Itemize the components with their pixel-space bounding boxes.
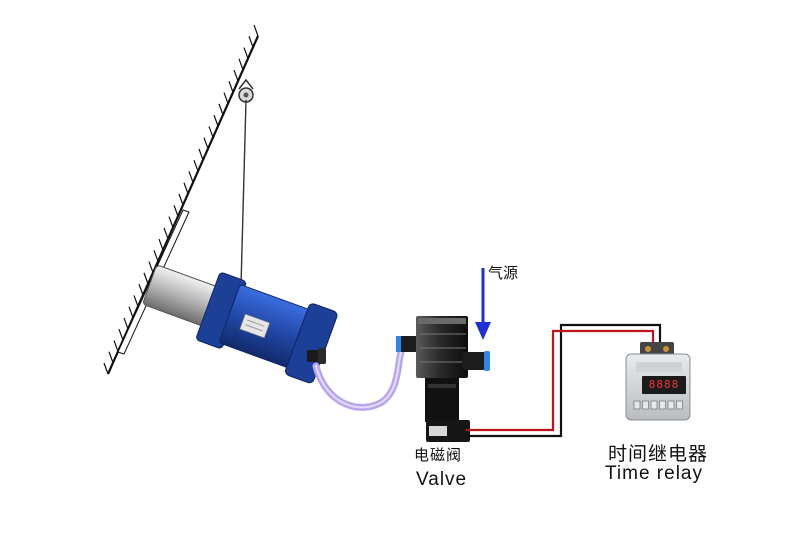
relay-key [676, 400, 683, 410]
hatch-mark [193, 159, 199, 172]
relay-key [642, 400, 649, 410]
air-source-label: 气源 [488, 264, 519, 282]
hatch-mark [163, 227, 169, 240]
hatch-mark [103, 362, 109, 375]
hatch-mark [218, 103, 224, 116]
red-wire [466, 329, 655, 432]
hatch-mark [238, 58, 244, 71]
rope [240, 99, 247, 287]
relay-key [659, 400, 666, 410]
relay-key [667, 400, 675, 410]
hatch-mark [213, 114, 219, 127]
hatch-mark [113, 340, 119, 352]
hatch-mark [158, 238, 164, 251]
hatch-mark [253, 24, 259, 37]
hatch-mark [123, 317, 129, 330]
hatch-mark [223, 92, 229, 104]
hatch-mark [233, 69, 239, 82]
relay-label-cn: 时间继电器 [608, 443, 709, 465]
hatch-mark [133, 295, 139, 307]
hatch-mark [148, 261, 154, 273]
cylinder-fitting [307, 348, 326, 364]
relay-label-en: Time relay [605, 463, 703, 484]
hatch-mark [153, 250, 159, 262]
hatch-mark [188, 171, 194, 183]
hatch-mark [108, 351, 114, 363]
hatch-mark [198, 148, 204, 161]
hatch-mark [208, 126, 214, 138]
hatch-mark [138, 283, 144, 296]
hatch-mark [178, 193, 184, 206]
hatch-mark [173, 205, 179, 217]
time-relay [625, 342, 691, 421]
hatch-mark [128, 306, 134, 318]
hatch-mark [168, 216, 174, 228]
hatch-mark [143, 272, 149, 285]
solenoid-valve [396, 316, 490, 442]
air-hose [312, 341, 408, 411]
hatch-mark [228, 81, 234, 93]
hatch-mark [248, 36, 254, 48]
hatch-mark [243, 47, 249, 59]
wires [466, 323, 662, 438]
air-cylinder [143, 265, 338, 384]
down-arrow-icon [475, 268, 491, 340]
hatch-mark [118, 328, 124, 341]
valve-label-en: Valve [416, 469, 468, 490]
hatch-mark [203, 137, 209, 149]
pulley-icon [238, 78, 254, 103]
black-wire [466, 323, 662, 438]
inclined-wall [103, 24, 260, 375]
relay-display: 8888 [648, 378, 680, 391]
hatch-mark [183, 182, 189, 194]
valve-label-cn: 电磁阀 [414, 446, 463, 464]
relay-key [633, 400, 641, 410]
relay-key [650, 400, 658, 410]
